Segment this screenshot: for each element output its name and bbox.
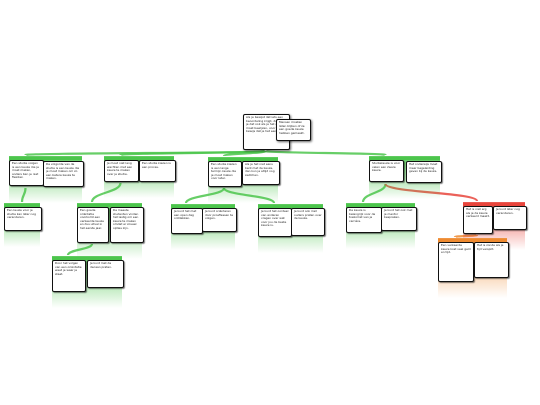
relation-bar: [171, 205, 235, 208]
argument-note-l3a[interactable]: Je kunt met de decaan praten.: [87, 260, 124, 288]
argument-node-l2d[interactable]: Je kunt het oordeel van anderen vragen o…: [258, 204, 325, 253]
argument-text-l2d[interactable]: Je kunt het oordeel van anderen vragen o…: [258, 208, 292, 237]
argument-note-l1c[interactable]: Als je het niet eens bent met de keuze, …: [242, 161, 280, 185]
argument-node-l3a[interactable]: Door het volgen van een oriëntatie weet …: [52, 256, 124, 308]
argument-text-l2a[interactable]: Een keuze voor je studie kan later nog v…: [4, 207, 42, 231]
argument-text-l3a[interactable]: Door het volgen van een oriëntatie weet …: [52, 260, 86, 292]
relation-bar: [208, 158, 278, 161]
argument-note-root[interactable]: Mensen moeten laten blijken of ze een go…: [276, 119, 311, 141]
argument-note-l3b[interactable]: Het is zonde als je tijd verspilt.: [474, 242, 509, 278]
argument-note-l2e[interactable]: Je kunt het ook met je mentor bespreken.: [381, 207, 417, 231]
argument-node-root[interactable]: Als je bewijst dat iets een beoordeling …: [243, 114, 311, 150]
argument-node-l1a[interactable]: Een studie volgen is een keuze die je mo…: [9, 156, 84, 203]
argument-text-l3b[interactable]: Een verkeerde keuze kost veel geld en ti…: [438, 242, 474, 282]
connector-root-l1c: [222, 149, 267, 158]
argument-node-l3b[interactable]: Een verkeerde keuze kost veel geld en ti…: [438, 238, 509, 298]
argument-node-l1d[interactable]: Studiekeuze is voor velen een zware keuz…: [369, 156, 442, 199]
argument-node-l2a[interactable]: Een keuze voor je studie kan later nog v…: [4, 203, 42, 247]
relation-bar: [369, 157, 440, 160]
relation-bar: [77, 204, 142, 207]
argument-text-l2b[interactable]: Een goede oriëntatie voorkomt een verkee…: [77, 207, 109, 243]
argument-text-l2f[interactable]: Het is niet erg als je de keuze verkeerd…: [463, 206, 493, 234]
argument-note-l2b[interactable]: De meeste studenten vinden het lastig om…: [110, 207, 144, 243]
relation-bar: [52, 257, 122, 260]
argument-node-l2b[interactable]: Een goede oriëntatie voorkomt een verkee…: [77, 203, 144, 259]
argument-text-l2e[interactable]: De keuze is belangrijk voor de toekomst …: [346, 207, 382, 233]
argument-node-l1c[interactable]: Een studie kiezen is een lange termijn k…: [208, 157, 280, 203]
argument-text-l1b[interactable]: Je moet niet lang wachten met een keuze …: [104, 160, 139, 182]
connector-root-l1d: [264, 149, 387, 157]
argument-note-l2d[interactable]: Je kunt ook met ouders praten over de ke…: [291, 208, 325, 236]
relation-bar: [463, 203, 525, 206]
argument-text-l1c[interactable]: Een studie kiezen is een lange termijn k…: [208, 161, 242, 187]
relation-bar: [346, 204, 415, 207]
relation-bar: [258, 205, 323, 208]
argument-node-l2e[interactable]: De keuze is belangrijk voor de toekomst …: [346, 203, 417, 249]
argument-node-l2f[interactable]: Het is niet erg als je de keuze verkeerd…: [463, 202, 527, 250]
argument-text-l2c[interactable]: Je kunt het met een open dag ontdekken.: [171, 208, 203, 234]
argument-text-root[interactable]: Als je bewijst dat iets een beoordeling …: [243, 114, 290, 150]
argument-note-l2c[interactable]: Je kunt oriënteren door proeflessen te v…: [202, 208, 237, 232]
argument-node-l1b[interactable]: Je moet niet lang wachten met een keuze …: [104, 156, 176, 198]
argument-note-l1b[interactable]: Een studie kiezen is een proces.: [139, 160, 176, 182]
relation-bar: [9, 157, 82, 160]
relation-bar: [438, 239, 507, 242]
argument-text-l1a[interactable]: Een studie volgen is een keuze die je mo…: [9, 160, 44, 186]
relation-bar: [104, 157, 174, 160]
argument-note-l1d[interactable]: Het onderwijs moet meer begeleiding geve…: [406, 161, 442, 183]
argument-text-l1d[interactable]: Studiekeuze is voor velen een zware keuz…: [369, 160, 404, 182]
argument-note-l2f[interactable]: Je kunt later nog veranderen.: [493, 206, 527, 230]
argument-node-l2c[interactable]: Je kunt het met een open dag ontdekken.J…: [171, 204, 237, 250]
relation-bar: [4, 204, 40, 207]
argument-note-l1a[interactable]: De volgorde van de studie is een keuze d…: [43, 161, 84, 187]
